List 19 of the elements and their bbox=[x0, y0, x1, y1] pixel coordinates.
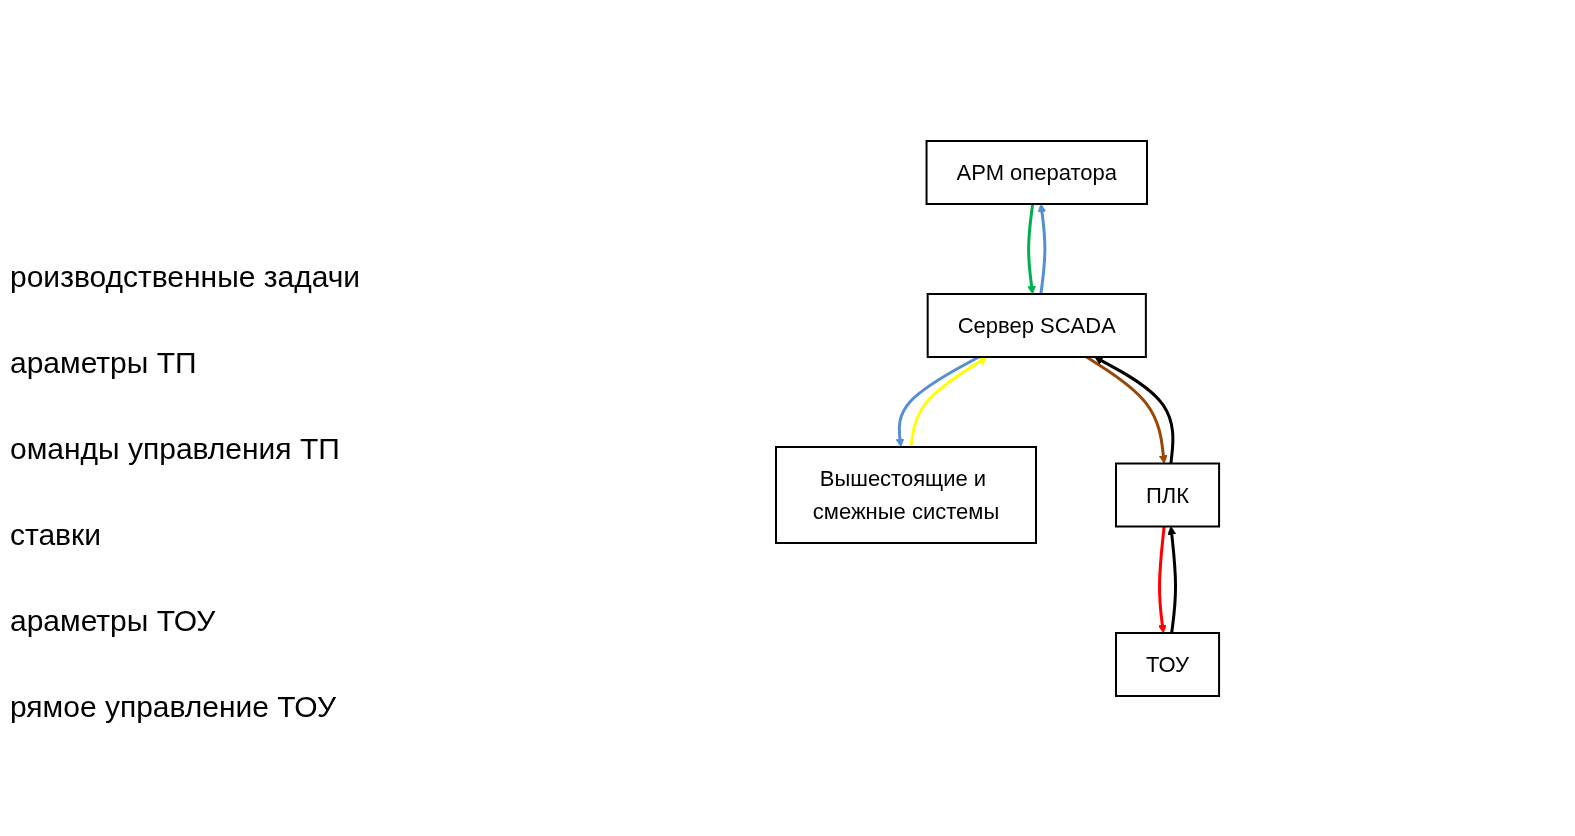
legend-text: роизводственные задачи bbox=[10, 260, 362, 294]
arrow bbox=[895, 355, 980, 447]
legend-text: араметры ТОУ bbox=[10, 604, 217, 638]
node-box: АРМ оператора bbox=[925, 139, 1148, 205]
arrow bbox=[1085, 355, 1168, 464]
arrow bbox=[1037, 203, 1047, 294]
node-box: Вышестоящие и смежные системы bbox=[774, 445, 1037, 544]
arrow bbox=[1167, 525, 1177, 633]
node-box: Сервер SCADA bbox=[926, 292, 1147, 358]
legend-text: рямое управление ТОУ bbox=[10, 690, 338, 724]
arrow bbox=[1027, 203, 1036, 294]
arrow bbox=[1094, 356, 1175, 464]
node-box: ТОУ bbox=[1114, 631, 1220, 697]
arrow bbox=[1157, 525, 1167, 633]
legend-text: оманды управления ТП bbox=[10, 432, 341, 466]
legend-text: араметры ТП bbox=[10, 346, 198, 380]
node-box: ПЛК bbox=[1114, 462, 1221, 527]
arrow bbox=[909, 356, 988, 447]
legend-text: ставки bbox=[10, 518, 102, 552]
